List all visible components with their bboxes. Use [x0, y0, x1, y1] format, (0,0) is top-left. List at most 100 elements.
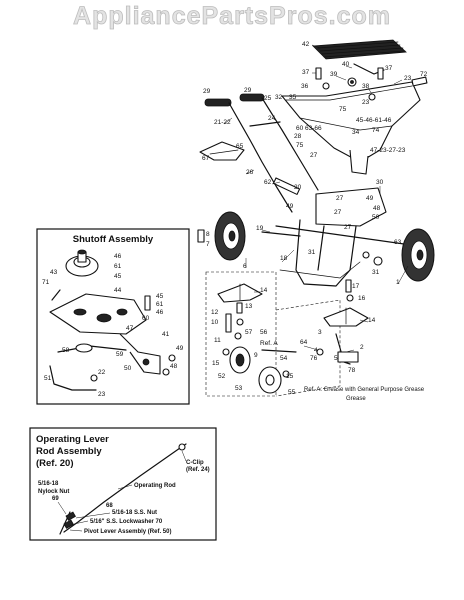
part-label: Nylock Nut	[38, 489, 69, 495]
part-callout: 7	[206, 241, 210, 248]
part-callout: 48	[373, 205, 381, 212]
part-callout: 1	[396, 279, 400, 286]
part-callout: 17	[352, 283, 360, 290]
part-callout: 51	[44, 375, 52, 382]
part-callout: 74	[372, 127, 380, 134]
shutoff-callouts: 46 61 45 43 71 44 45 61 46 47 60 41 58 5…	[42, 253, 184, 398]
left-wheel	[197, 211, 246, 261]
part-callout: 3	[318, 329, 322, 336]
part-callout: 13	[245, 303, 253, 310]
part-callout: 42	[302, 41, 310, 48]
grease-note: Ref. A: Grease with General Purpose Grea…	[304, 387, 425, 393]
part-callout: 24	[268, 115, 276, 122]
part-callout: 67	[202, 155, 210, 162]
part-callout: 21-22	[214, 119, 231, 126]
part-callout: 76	[310, 355, 318, 362]
part-callout: 36	[301, 83, 309, 90]
part-callout: 46	[114, 253, 122, 260]
part-callout: 55	[288, 389, 296, 396]
part-callout: 47	[126, 325, 134, 332]
part-callout: 14	[368, 317, 376, 324]
part-callout: 48	[170, 363, 178, 370]
right-wheel	[362, 228, 435, 282]
part-label: 69	[52, 496, 59, 502]
part-callout: 78	[348, 367, 356, 374]
lever-leaders	[57, 450, 187, 532]
part-callout: 60 63-66	[296, 125, 322, 132]
lever-title-1: Operating Lever	[36, 434, 109, 445]
top-hardware	[315, 63, 385, 101]
part-label: 5/16" S.S. Lockwasher 70	[90, 519, 163, 525]
part-label: (Ref. 24)	[186, 467, 210, 473]
part-callout: 27	[310, 152, 318, 159]
part-callout: 50	[124, 365, 132, 372]
part-callout: 25	[264, 95, 272, 102]
part-callout: 53	[235, 385, 243, 392]
part-callout: 28	[294, 133, 302, 140]
part-callout: 38	[362, 83, 370, 90]
part-callout: 34	[352, 129, 360, 136]
part-callout: 4	[314, 347, 318, 354]
part-callout: 6	[243, 263, 247, 270]
part-callout: 46	[156, 309, 164, 316]
part-callout: 45-46-61-46	[356, 117, 392, 124]
part-callout: 56	[260, 329, 268, 336]
part-callout: 8	[206, 231, 210, 238]
part-callout: 75	[339, 106, 347, 113]
main-callouts: 42 40 37 39 37 23 72 36 38 29 29 25 32 3…	[202, 41, 428, 396]
lever-labels: C-Clip (Ref. 24) Operating Rod 5/16-18 N…	[38, 460, 210, 535]
part-callout: 57	[245, 329, 253, 336]
part-callout: 54	[280, 355, 288, 362]
lever-title-2: Rod Assembly	[36, 446, 102, 457]
frame-assembly	[261, 187, 405, 287]
deflector-part	[199, 141, 245, 161]
part-callout: 9	[254, 352, 258, 359]
part-callout: 71	[42, 279, 50, 286]
part-callout: 64	[300, 339, 308, 346]
part-callout: 29	[244, 87, 252, 94]
part-callout: 52	[218, 373, 226, 380]
part-callout: 37	[302, 69, 310, 76]
part-callout: 27	[344, 224, 352, 231]
part-callout: 61	[114, 263, 122, 270]
spreader-hopper	[281, 76, 428, 175]
part-callout: 27	[336, 195, 344, 202]
exploded-view-outline	[205, 271, 277, 397]
part-callout: 16	[358, 295, 366, 302]
hopper-grate	[312, 39, 407, 60]
watermark: AppliancePartsPros.com	[73, 2, 391, 30]
part-callout: 61	[156, 301, 164, 308]
part-callout: 11	[214, 337, 221, 344]
part-callout: 43	[50, 269, 58, 276]
part-callout: 45	[156, 293, 164, 300]
part-label: 68	[106, 503, 113, 509]
part-callout: 10	[211, 319, 219, 326]
part-callout: 31	[372, 269, 380, 276]
part-callout: 59	[116, 351, 124, 358]
part-callout: 15	[212, 360, 220, 367]
part-callout: 47-23-27-23	[370, 147, 406, 154]
spreader-impeller-left	[217, 283, 297, 394]
part-callout: 44	[114, 287, 122, 294]
part-callout: 50	[372, 214, 380, 221]
part-label: 5/16-18	[38, 481, 59, 487]
part-callout: 23	[98, 391, 106, 398]
part-callout: 35	[289, 94, 297, 101]
part-callout: 60	[142, 315, 150, 322]
part-label: Pivot Lever Assembly (Ref. 50)	[84, 529, 171, 535]
part-callout: 18	[280, 255, 288, 262]
lever-title-3: (Ref. 20)	[36, 458, 73, 469]
part-callout: 58	[62, 347, 70, 354]
grease-note-word: Grease	[346, 396, 366, 402]
handle-assembly	[204, 93, 319, 213]
part-callout: 22	[98, 369, 106, 376]
part-callout: 26	[246, 169, 254, 176]
ref-a-label: Ref. A	[260, 340, 278, 347]
part-callout: 2	[360, 344, 364, 351]
shutoff-parts	[49, 249, 176, 391]
part-callout: 31	[308, 249, 316, 256]
part-callout: 23	[404, 75, 412, 82]
part-callout: 75	[296, 142, 304, 149]
part-callout: 49	[366, 195, 374, 202]
